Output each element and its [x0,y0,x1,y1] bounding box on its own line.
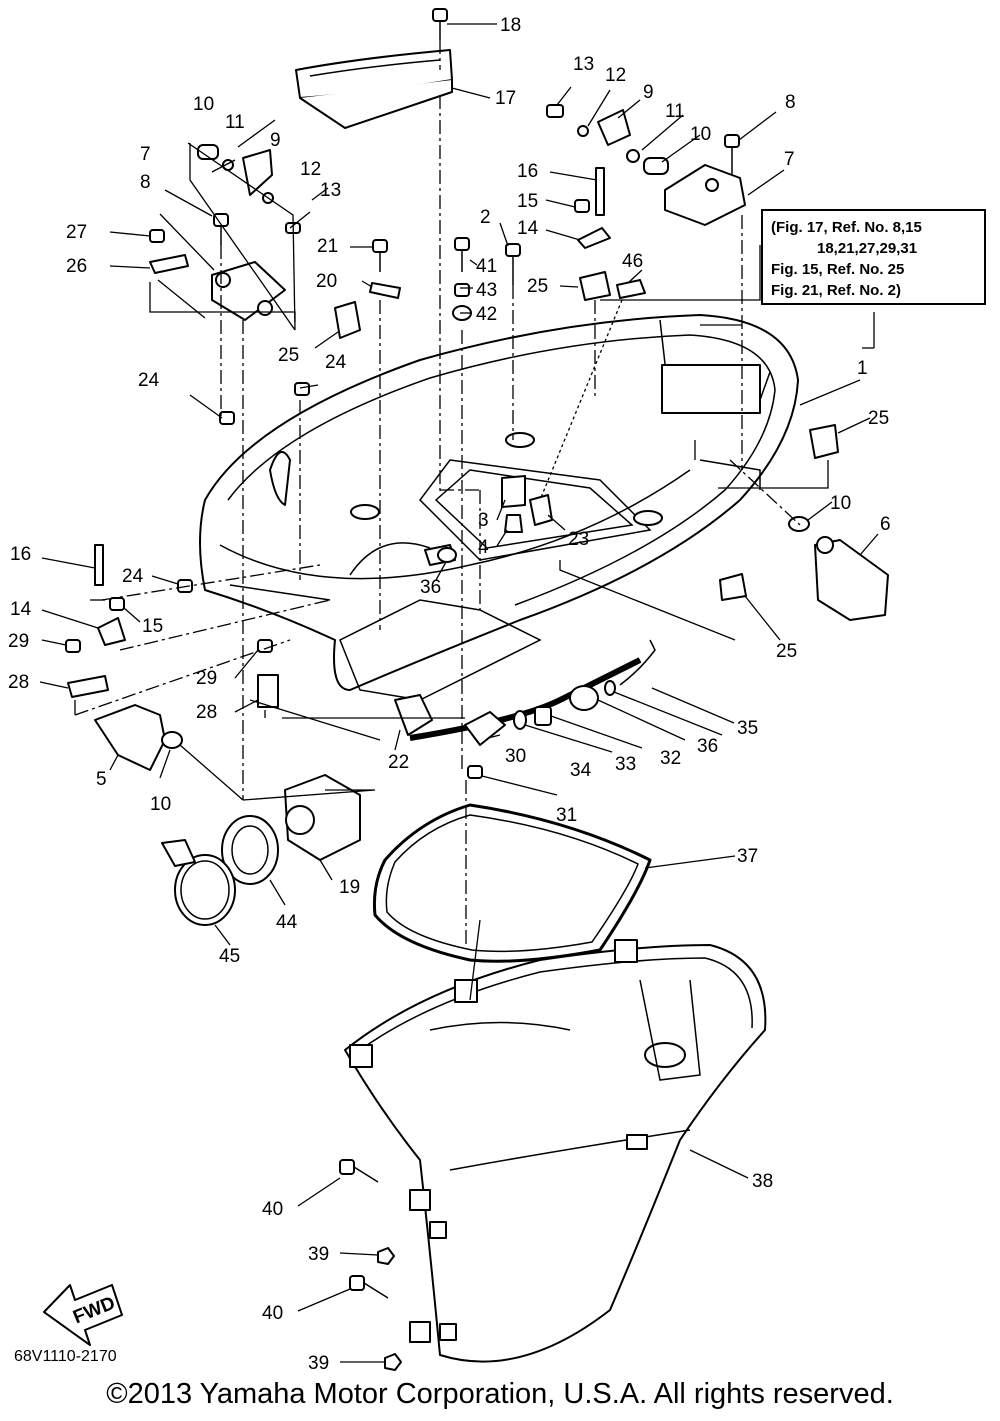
label-25-left: 25 [278,345,299,366]
label-25-right: 25 [868,408,889,429]
label-13: 13 [573,54,594,75]
label-40-lower: 40 [262,1303,283,1324]
label-10: 10 [690,124,711,145]
label-16: 16 [517,161,538,182]
label-36-upper: 36 [420,577,441,598]
alignment-lines [74,95,801,945]
label-2: 2 [480,207,491,228]
drawing-code: 68V1110-2170 [14,1348,117,1365]
label-11: 11 [665,101,685,122]
label-1: 1 [857,358,868,379]
part-17-drawing [295,49,453,129]
label-29-mid: 29 [196,668,217,689]
label-25-lower: 25 [776,641,797,662]
label-20: 20 [316,271,337,292]
label-8: 8 [785,92,796,113]
label-24-left: 24 [122,566,144,587]
label-36: 36 [697,736,718,757]
reference-note-line-2: 18,21,27,29,31 [817,240,918,257]
label-14: 14 [517,218,539,239]
label-10-bottom: 10 [150,794,171,815]
label-35: 35 [737,718,758,739]
label-19: 19 [339,877,360,898]
part-25-grommets [334,271,839,601]
part-37-seal [373,803,652,963]
label-27: 27 [66,222,87,243]
label-28-mid: 28 [196,702,217,723]
label-39-lower: 39 [308,1353,329,1374]
label-33: 33 [615,754,636,775]
reference-note-line-1: (Fig. 17, Ref. No. 8,15 [771,219,922,236]
label-3: 3 [478,510,489,531]
part-1-bottom-cowling [199,314,799,701]
label-9: 9 [643,82,654,103]
small-hardware [177,237,553,593]
right-bracket-parts [546,104,746,249]
label-12-left: 12 [300,159,321,180]
label-9-left: 9 [270,130,281,151]
left-small-parts [65,544,279,708]
left-bracket-parts [149,142,301,331]
part-19-drawing [284,774,361,861]
label-24-mid: 24 [325,352,347,373]
label-32: 32 [660,748,681,769]
label-29: 29 [8,631,29,652]
leader-lines [39,23,879,1363]
part-38-drawing [344,939,767,1363]
label-16-left: 16 [10,544,31,565]
label-26: 26 [66,256,87,277]
label-17: 17 [495,88,516,109]
label-7-left: 7 [140,144,151,165]
label-43: 43 [476,280,497,301]
part-45-drawing [161,839,236,926]
label-10-left: 10 [193,94,214,115]
label-14-left: 14 [10,599,32,620]
part-18-drawing [432,8,448,70]
label-39: 39 [308,1244,329,1265]
label-40: 40 [262,1199,283,1220]
label-7: 7 [784,149,795,170]
label-15-left: 15 [142,616,163,637]
label-31: 31 [556,805,577,826]
label-34: 34 [570,760,592,781]
label-21: 21 [317,236,338,257]
label-11-left: 11 [225,112,245,133]
copyright-notice: ©2013 Yamaha Motor Corporation, U.S.A. A… [106,1378,894,1410]
label-46: 46 [622,251,643,272]
parts-39-40 [339,1159,402,1371]
label-38: 38 [752,1171,773,1192]
label-22: 22 [388,752,409,773]
label-42: 42 [476,304,497,325]
part-number-labels: 1 2 3 4 5 6 7 7 8 8 9 9 10 10 10 10 11 1… [8,15,891,1374]
reference-note-line-4: Fig. 21, Ref. No. 2) [771,282,902,299]
reference-note-line-3: Fig. 15, Ref. No. 25 [771,261,905,278]
label-25: 25 [527,276,548,297]
label-37: 37 [737,846,758,867]
label-13-left: 13 [320,180,341,201]
label-30: 30 [505,746,526,767]
label-6: 6 [880,514,891,535]
label-4: 4 [478,537,489,558]
part-6-drawing [788,516,889,621]
label-12: 12 [605,65,626,86]
label-45: 45 [219,946,240,967]
part-44-drawing [221,815,279,885]
label-28: 28 [8,672,29,693]
label-41: 41 [476,256,497,277]
label-10-right: 10 [830,493,851,514]
part-5-drawing [94,704,183,771]
fwd-arrow-icon: FWD [43,1284,123,1346]
hose-assembly [349,542,656,779]
label-24: 24 [138,370,160,391]
label-8-left: 8 [140,172,151,193]
reference-note-box: (Fig. 17, Ref. No. 8,15 18,21,27,29,31 F… [761,209,986,305]
label-44: 44 [276,912,298,933]
label-15: 15 [517,191,538,212]
label-5: 5 [96,769,107,790]
label-18: 18 [500,15,521,36]
label-23: 23 [568,529,589,550]
